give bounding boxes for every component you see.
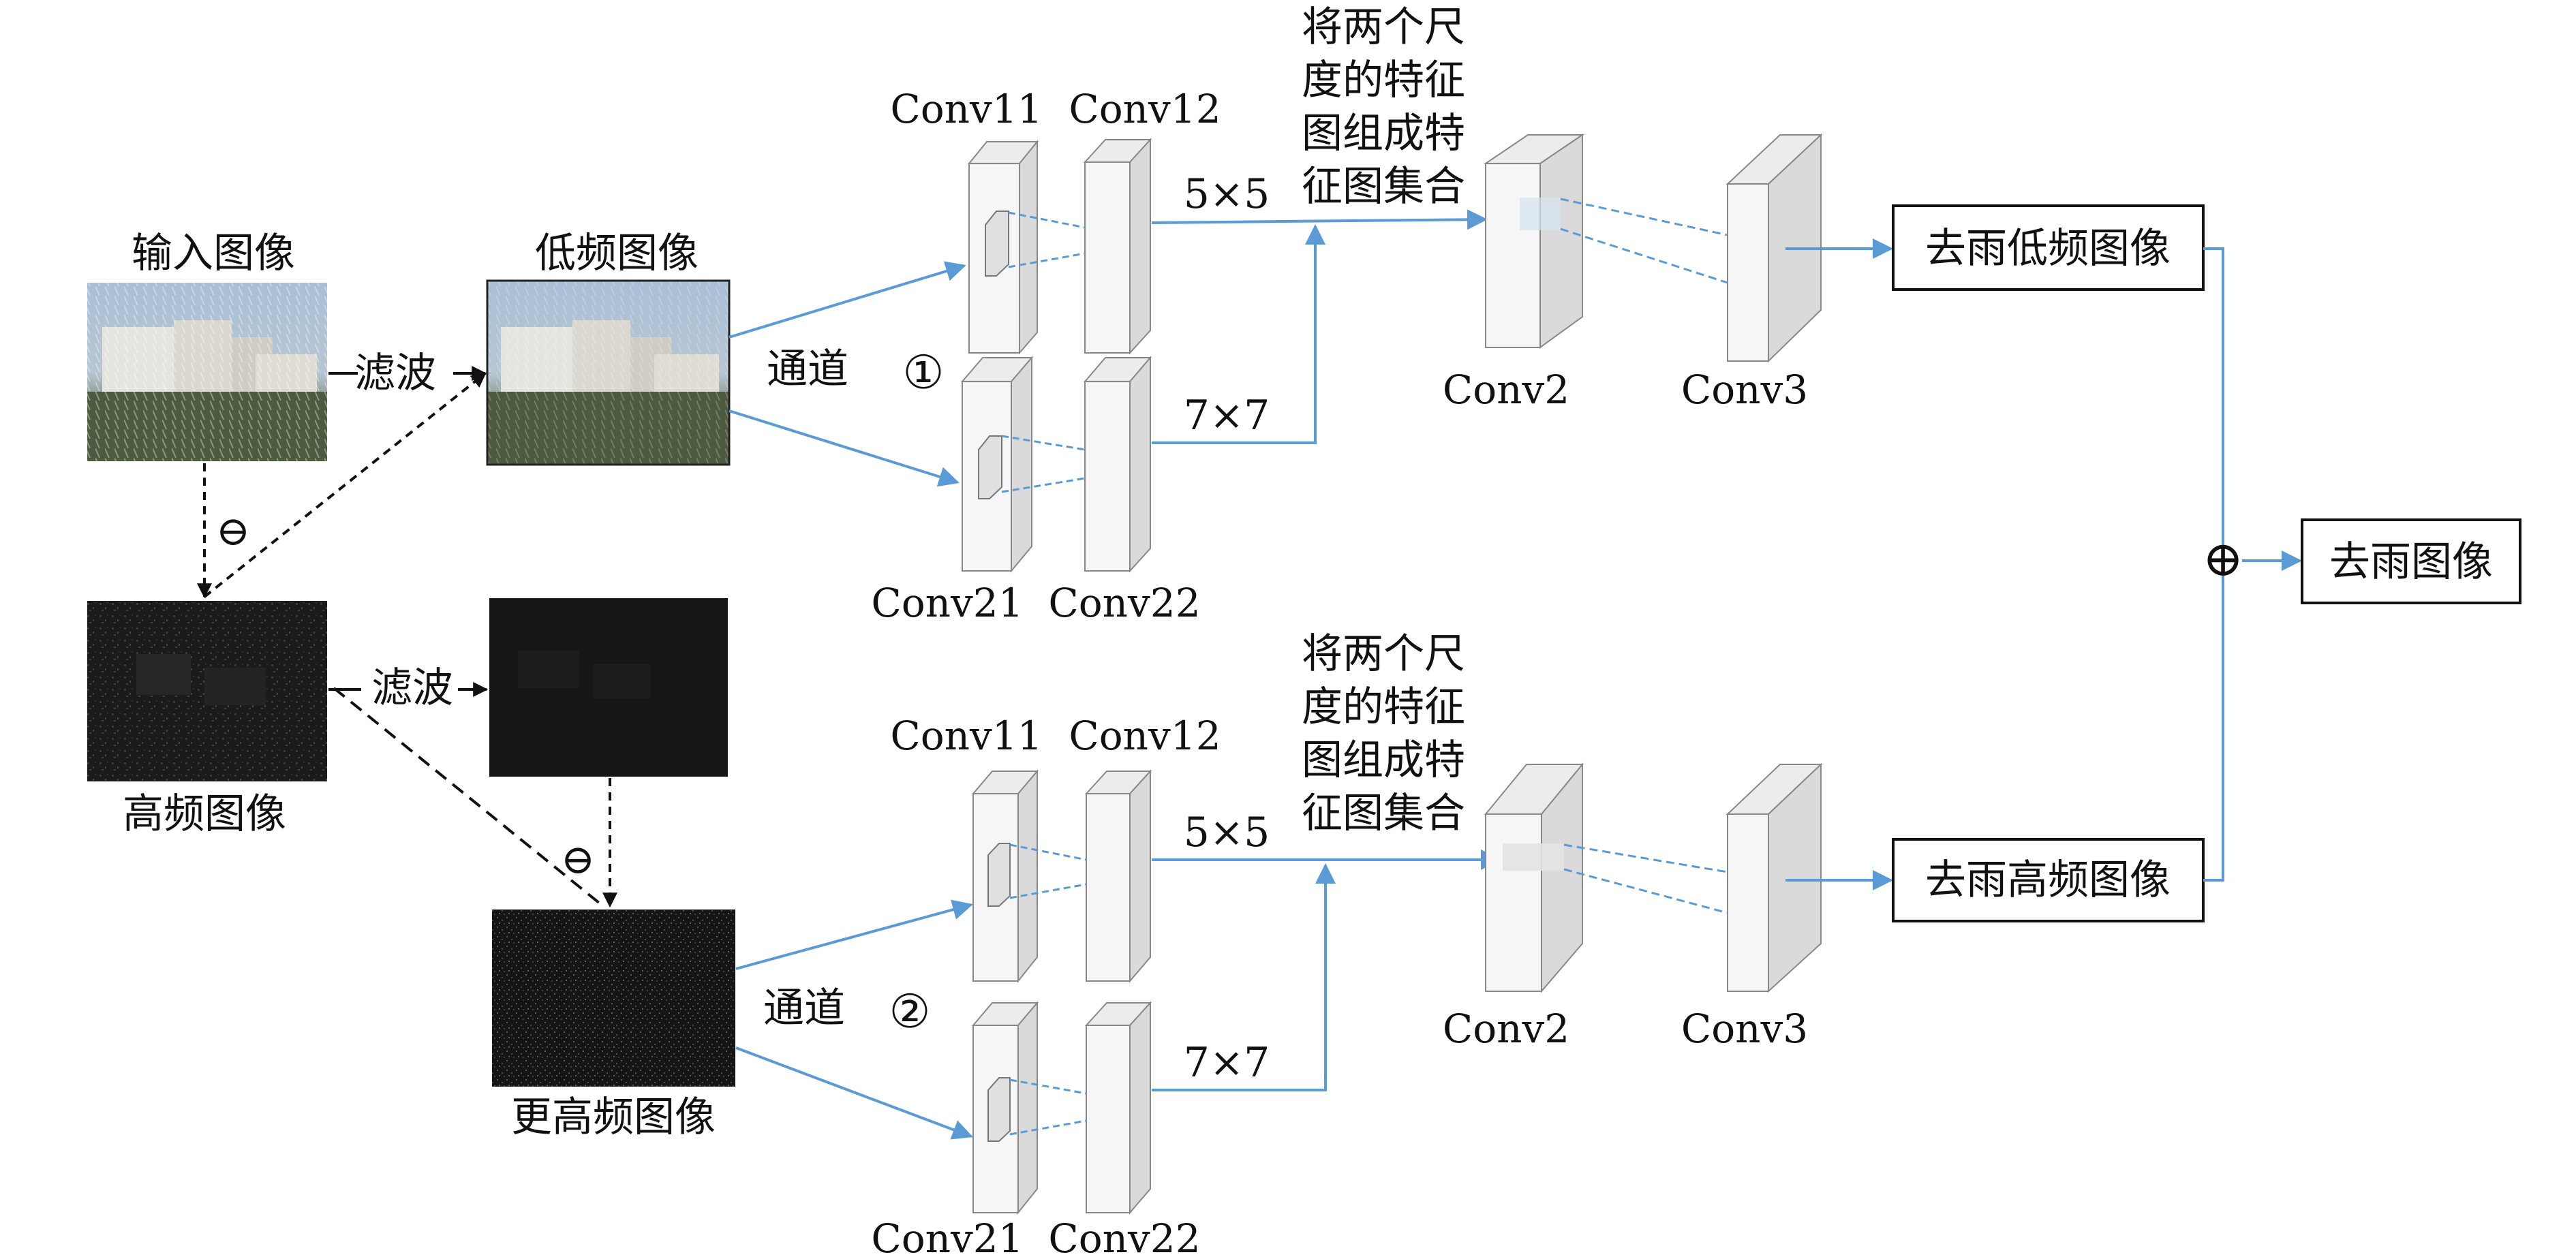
ch2-merge-line-2: 度的特征	[1302, 683, 1465, 731]
ch2-merge-line-1: 将两个尺	[1302, 630, 1465, 678]
ch2-conv2-label: Conv2	[1443, 1006, 1569, 1052]
low-freq-image-label: 低频图像	[535, 230, 699, 277]
ch1-conv11-block	[967, 140, 1039, 355]
ch2-k5-label: 5×5	[1184, 809, 1270, 856]
ch1-conv2-block	[1483, 134, 1585, 349]
merge-line-bottom	[2203, 576, 2224, 882]
ch2-number: ②	[889, 985, 931, 1039]
ch2-conv3-label: Conv3	[1681, 1006, 1808, 1052]
channel-2: 通道 ② Conv11 Conv12 Conv2	[735, 630, 2205, 1259]
ch2-merge-line-4: 征图集合	[1302, 790, 1465, 837]
ch1-arrow-7x7	[1152, 224, 1325, 444]
merge-line-top	[2203, 247, 2224, 545]
ch1-merge-line-3: 图组成特	[1302, 110, 1465, 157]
ch2-merge-line-3: 图组成特	[1302, 736, 1465, 784]
ch2-conv22-label: Conv22	[1048, 1215, 1200, 1256]
ch1-merge-line-4: 征图集合	[1302, 163, 1465, 211]
ch1-label: 通道	[767, 345, 848, 393]
ch2-conv22-block	[1084, 1001, 1152, 1215]
ch2-conv21-block	[971, 1001, 1039, 1215]
ch1-conv21-block	[960, 356, 1034, 573]
ch1-conv11-label: Conv11	[890, 86, 1042, 132]
ch1-conv2-label: Conv2	[1443, 367, 1569, 413]
dash-high-diagonal	[333, 687, 604, 907]
ch1-conv22-label: Conv22	[1048, 580, 1200, 626]
filter-label-top: 滤波	[354, 349, 436, 397]
minus-symbol-bottom: ⊖	[561, 836, 595, 884]
filtered-high-image	[489, 598, 728, 777]
ch1-conv12-label: Conv12	[1069, 86, 1221, 132]
ch2-conv12-block	[1084, 769, 1152, 983]
ch2-label: 通道	[763, 984, 845, 1032]
ch1-arrow-5x5	[1151, 209, 1488, 230]
ch2-conv12-label: Conv12	[1069, 713, 1221, 759]
ch1-conv3-label: Conv3	[1681, 367, 1808, 413]
ch1-merge-line-2: 度的特征	[1302, 57, 1465, 104]
ch1-conv21-label: Conv21	[871, 580, 1023, 626]
ch1-arrow-to-conv21	[729, 409, 960, 487]
plus-symbol: ⊕	[2203, 530, 2243, 587]
ch1-k7-label: 7×7	[1184, 392, 1270, 439]
higher-freq-image-label: 更高频图像	[511, 1093, 716, 1141]
ch1-output-label: 去雨低频图像	[1925, 225, 2171, 273]
ch1-conv12-block	[1083, 138, 1152, 355]
ch2-conv2-block	[1484, 762, 1584, 993]
ch2-conv3-block	[1726, 762, 1823, 993]
ch1-merge-line-1: 将两个尺	[1302, 3, 1465, 51]
ch1-k5-label: 5×5	[1184, 170, 1270, 218]
final-output-box	[2301, 518, 2521, 604]
ch1-arrow-to-conv11	[729, 261, 966, 339]
ch2-arrow-7x7	[1152, 863, 1336, 1091]
ch2-output-label: 去雨高频图像	[1925, 856, 2171, 904]
final-output-label: 去雨图像	[2329, 538, 2493, 586]
ch2-conv11-block	[971, 769, 1039, 983]
input-image-label: 输入图像	[132, 230, 295, 277]
ch2-k7-label: 7×7	[1184, 1039, 1270, 1087]
input-image	[87, 283, 327, 461]
channel-1: 通道 ① Conv11 Conv12	[729, 3, 2205, 626]
ch1-conv22-block	[1083, 356, 1152, 573]
ch2-conv11-label: Conv11	[890, 713, 1042, 759]
filter-label-bottom: 滤波	[371, 664, 453, 712]
ch2-arrow-to-conv11	[735, 899, 973, 970]
ch1-output-box	[1892, 204, 2205, 291]
ch1-number: ①	[903, 346, 945, 400]
higher-freq-image	[492, 910, 735, 1087]
ch2-conv21-label: Conv21	[871, 1215, 1023, 1256]
dash-to-low	[203, 372, 487, 598]
high-freq-image	[87, 601, 327, 781]
ch2-arrow-to-conv21	[735, 1046, 973, 1140]
high-freq-image-label: 高频图像	[123, 790, 286, 838]
low-freq-image	[486, 279, 731, 466]
minus-symbol-top: ⊖	[216, 508, 250, 555]
